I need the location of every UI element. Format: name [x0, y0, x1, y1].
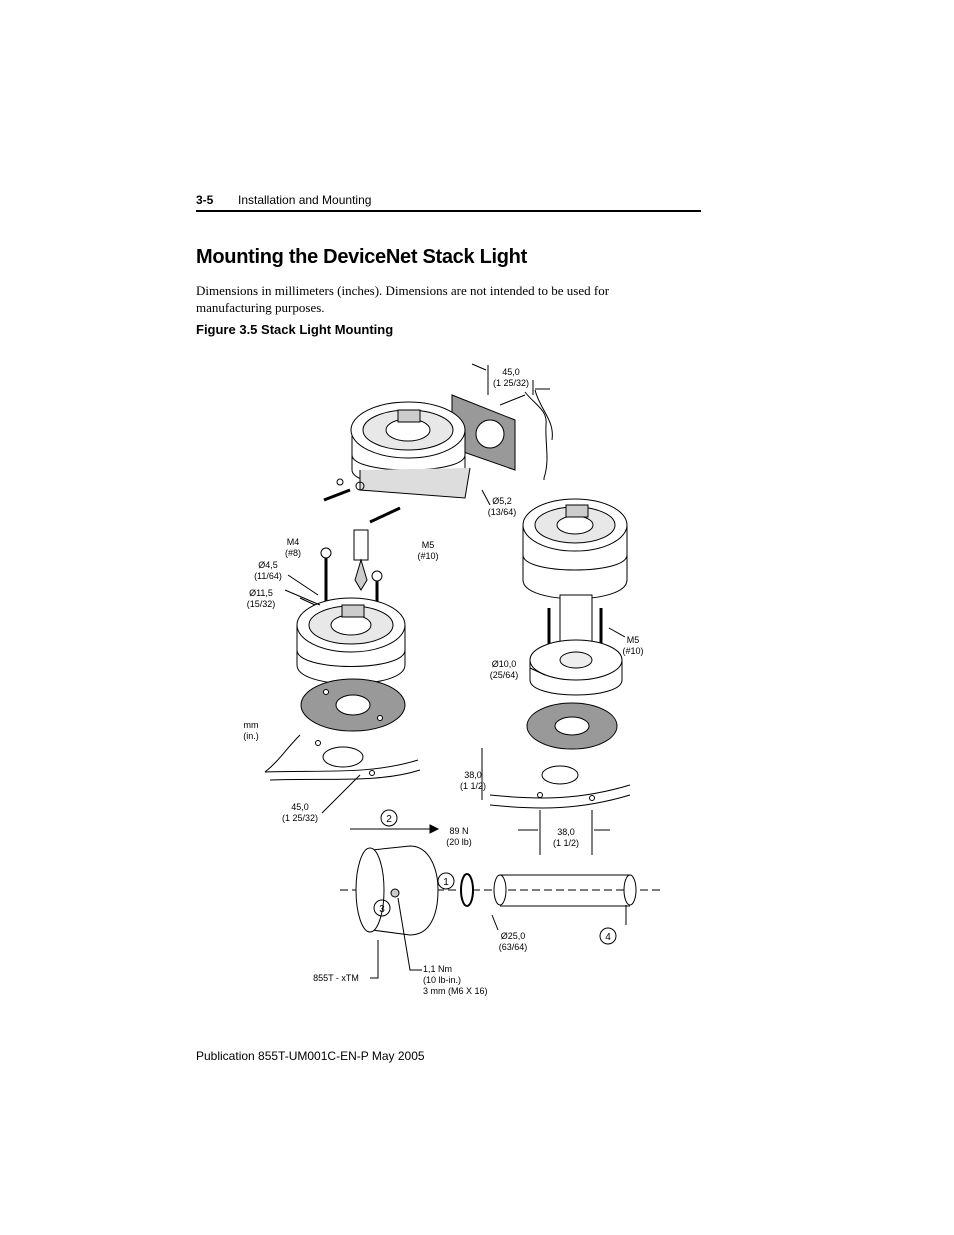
label-screw: 3 mm (M6 X 16) — [423, 986, 488, 996]
pipe-clamp-drawing — [340, 809, 660, 979]
label-w45-mm: 45,0 — [291, 802, 309, 812]
label-m5b: M5 — [627, 635, 640, 645]
label-hole-mm: Ø5,2 — [492, 496, 512, 506]
label-m5a: M5 — [422, 540, 435, 550]
label-d10-in: (25/64) — [490, 670, 519, 680]
surface-mount-drawing — [264, 506, 421, 781]
label-w38-in: (1 1/2) — [553, 838, 579, 848]
label-tube-in: (63/64) — [499, 942, 528, 952]
label-d115: Ø11,5 — [249, 588, 273, 598]
label-torque-nm: 1,1 Nm — [423, 964, 452, 974]
callout-2: 2 — [386, 814, 392, 825]
intro-paragraph: Dimensions in millimeters (inches). Dime… — [196, 283, 610, 315]
page-header: 3-5 Installation and Mounting — [196, 192, 701, 212]
page-number: 3-5 — [196, 193, 214, 207]
label-m4: M4 — [287, 537, 300, 547]
label-part: 855T - xTM — [313, 973, 359, 983]
label-w38-mm: 38,0 — [557, 827, 575, 837]
label-unit-mm: mm — [244, 720, 259, 730]
label-m4-in: (#8) — [285, 548, 301, 558]
label-torque-lb: (10 lb-in.) — [423, 975, 461, 985]
page-title: Mounting the DeviceNet Stack Light — [196, 246, 527, 268]
label-tube-mm: Ø25,0 — [501, 931, 526, 941]
label-top-width-in: (1 25/32) — [493, 378, 529, 388]
label-d45-in: (11/64) — [254, 571, 282, 581]
label-m5a-in: (#10) — [417, 551, 438, 561]
bracket-mount-drawing — [323, 389, 553, 502]
label-h38-mm: 38,0 — [464, 770, 482, 780]
label-top-width-mm: 45,0 — [502, 367, 520, 377]
label-w45-in: (1 25/32) — [282, 813, 318, 823]
callout-1: 1 — [443, 877, 449, 888]
footer-publication: Publication 855T-UM001C-EN-P May 2005 — [196, 1049, 425, 1063]
label-force-n: 89 N — [449, 826, 468, 836]
label-d10: Ø10,0 — [492, 659, 517, 669]
callout-4: 4 — [605, 932, 611, 943]
label-hole-in: (13/64) — [488, 507, 517, 517]
section-title: Installation and Mounting — [238, 193, 372, 207]
callout-3: 3 — [379, 904, 385, 915]
label-force-lb: (20 lb) — [446, 837, 472, 847]
label-d115-in: (15/32) — [247, 599, 276, 609]
label-h38-in: (1 1/2) — [460, 781, 486, 791]
figure-caption: Figure 3.5 Stack Light Mounting — [196, 322, 394, 337]
label-d45: Ø4,5 — [258, 560, 278, 570]
dimension-leaders — [284, 363, 626, 855]
label-m5b-in: (#10) — [622, 646, 643, 656]
label-unit-in: (in.) — [243, 731, 259, 741]
pipe-mount-drawing — [489, 498, 631, 809]
